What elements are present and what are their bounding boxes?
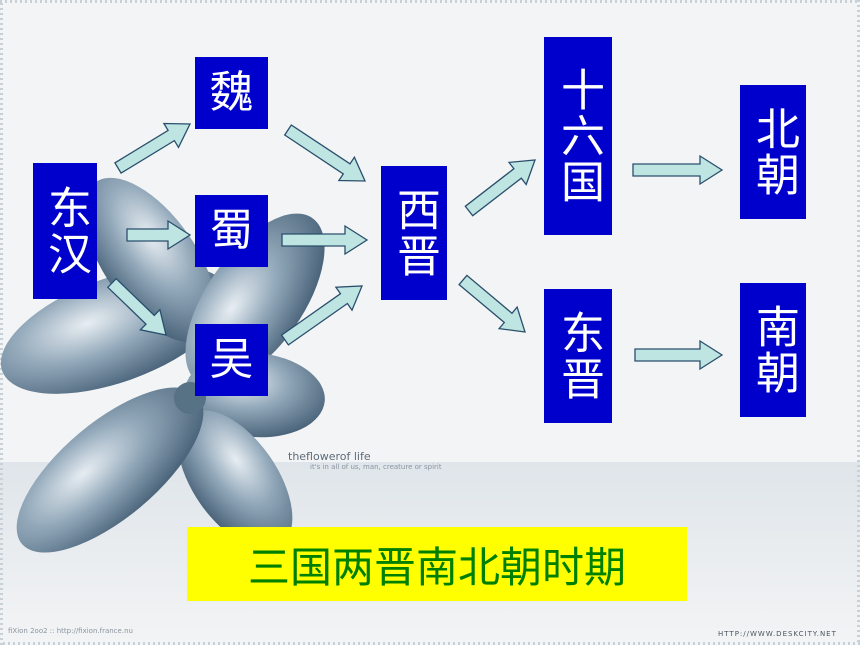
arrow-donghan-to-wei bbox=[114, 122, 192, 174]
arrow-xijin-to-shiliuguo bbox=[464, 159, 536, 217]
arrow-xijin-to-dongjin bbox=[458, 274, 526, 333]
node-beichao: 北朝 bbox=[740, 85, 806, 219]
brand-subtext: it's in all of us, man, creature or spir… bbox=[310, 463, 442, 471]
node-xijin: 西晋 bbox=[381, 166, 447, 300]
node-wu: 吴 bbox=[195, 324, 268, 396]
node-shu: 蜀 bbox=[195, 195, 268, 267]
arrow-wei-to-xijin bbox=[283, 124, 367, 182]
credit-left: fiXion 2oo2 :: http://fixion.france.nu bbox=[8, 627, 133, 635]
node-shiliuguo: 十六国 bbox=[544, 37, 612, 235]
arrow-wu-to-xijin bbox=[280, 285, 363, 346]
arrow-donghan-to-wu bbox=[106, 277, 167, 336]
node-donghan: 东汉 bbox=[33, 163, 97, 299]
diagram-title: 三国两晋南北朝时期 bbox=[187, 527, 687, 601]
node-dongjin: 东晋 bbox=[544, 289, 612, 423]
arrow-shu-to-xijin bbox=[281, 224, 369, 256]
brand-text: theflowerof life bbox=[288, 450, 371, 463]
credit-right: HTTP://WWW.DESKCITY.NET bbox=[718, 630, 837, 638]
arrow-dongjin-to-nanchao bbox=[634, 339, 724, 371]
node-nanchao: 南朝 bbox=[740, 283, 806, 417]
node-wei: 魏 bbox=[195, 57, 268, 129]
arrow-donghan-to-shu bbox=[126, 219, 192, 251]
arrow-shiliuguo-to-beichao bbox=[632, 154, 724, 186]
